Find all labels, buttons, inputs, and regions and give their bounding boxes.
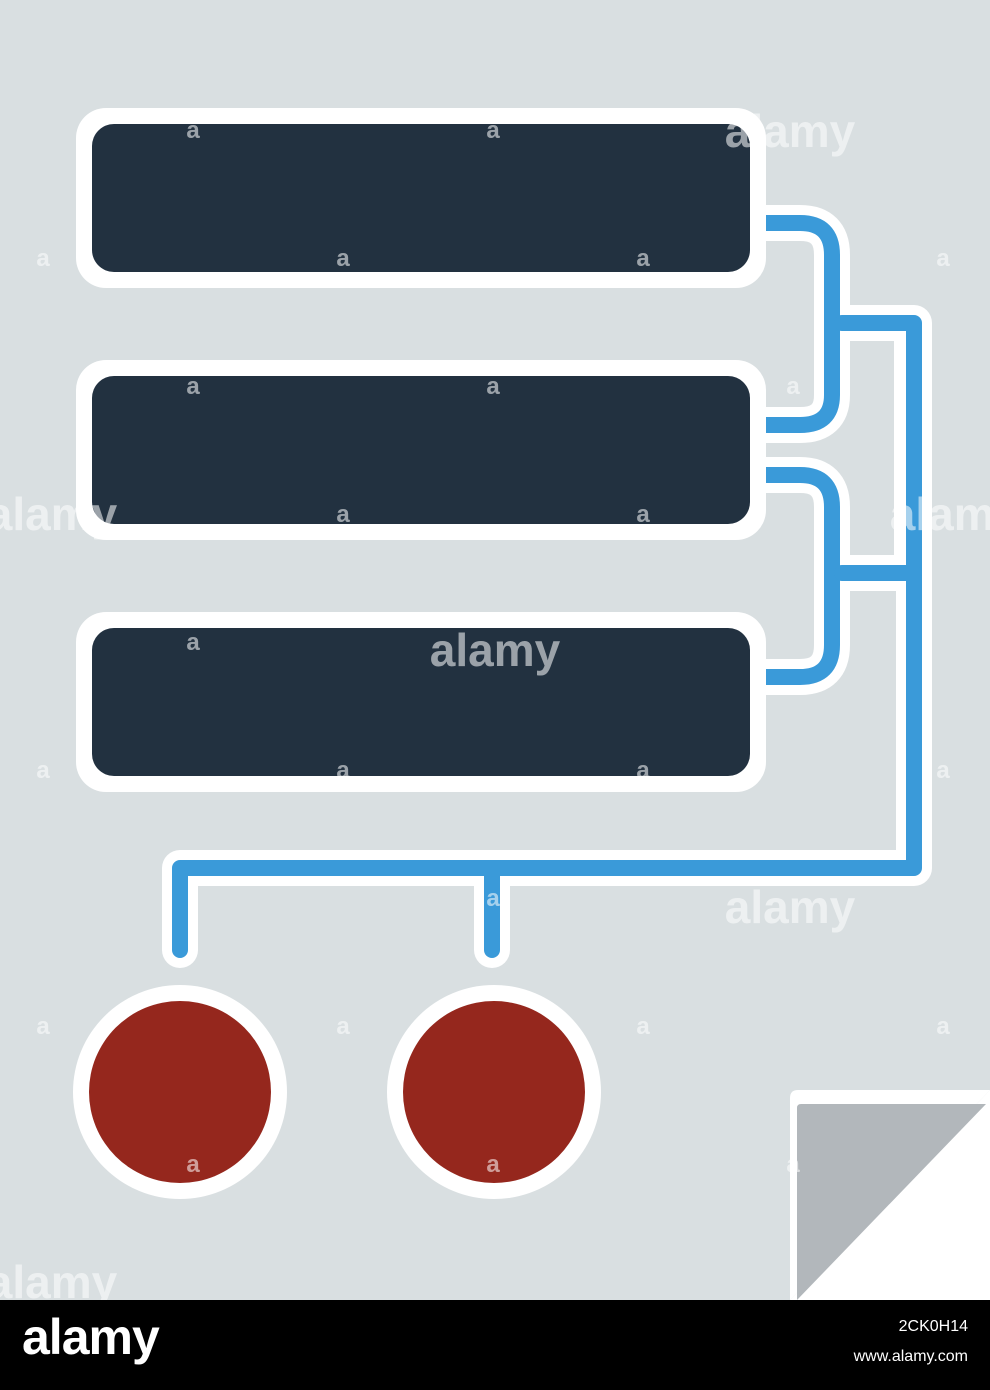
watermark: alamy alamy alamy alamy alamy alamy (0, 105, 990, 1300)
watermark-mark: a (486, 373, 500, 400)
watermark-mark: a (936, 245, 950, 272)
watermark-mark: a (486, 1151, 500, 1178)
watermark-mark: a (786, 1151, 800, 1178)
watermark-mark: a (186, 373, 200, 400)
watermark-mark: a (936, 757, 950, 784)
node-right (387, 985, 601, 1199)
watermark-mark: a (336, 757, 350, 784)
watermark-mark: a (186, 117, 200, 144)
watermark-text: alamy (430, 624, 561, 676)
watermark-mark: a (486, 885, 500, 912)
watermark-mark: a (936, 1013, 950, 1040)
watermark-text: alamy (725, 881, 856, 933)
block-middle (76, 360, 766, 540)
watermark-mark: a (786, 373, 800, 400)
stock-footer-bar: alamy 2CK0H14 www.alamy.com (0, 1300, 990, 1390)
block-icon (92, 628, 750, 776)
alamy-logo: alamy (22, 1309, 160, 1365)
image-id: 2CK0H14 (898, 1318, 968, 1335)
block-top (76, 108, 766, 288)
watermark-mark: a (336, 1013, 350, 1040)
watermark-mark: a (36, 757, 50, 784)
circle-node-icon (89, 1001, 271, 1183)
watermark-mark: a (636, 245, 650, 272)
watermark-mark: a (36, 245, 50, 272)
watermark-text: alamy (0, 1256, 118, 1300)
folded-corner-icon (790, 1090, 990, 1300)
watermark-mark: a (636, 757, 650, 784)
watermark-mark: a (636, 1013, 650, 1040)
bracket-inner-outline (856, 333, 902, 563)
document-diagram-illustration: alamy alamy alamy alamy alamy alamy a a … (0, 0, 990, 1300)
node-left (73, 985, 287, 1199)
block-bottom (76, 612, 766, 792)
circle-node-icon (403, 1001, 585, 1183)
block-icon (92, 376, 750, 524)
watermark-mark: a (186, 629, 200, 656)
site-url: www.alamy.com (853, 1348, 968, 1365)
connector-icon (172, 215, 922, 958)
watermark-mark: a (486, 117, 500, 144)
watermark-marks: a a a a a a a a a a a a a a a a a a a a … (36, 117, 950, 1178)
watermark-mark: a (336, 245, 350, 272)
watermark-mark: a (186, 1151, 200, 1178)
watermark-mark: a (36, 1013, 50, 1040)
watermark-text: alamy (725, 105, 856, 157)
watermark-mark: a (636, 501, 650, 528)
watermark-mark: a (336, 501, 350, 528)
block-icon (92, 124, 750, 272)
watermark-text: alamy (890, 488, 990, 540)
watermark-text: alamy (0, 488, 118, 540)
